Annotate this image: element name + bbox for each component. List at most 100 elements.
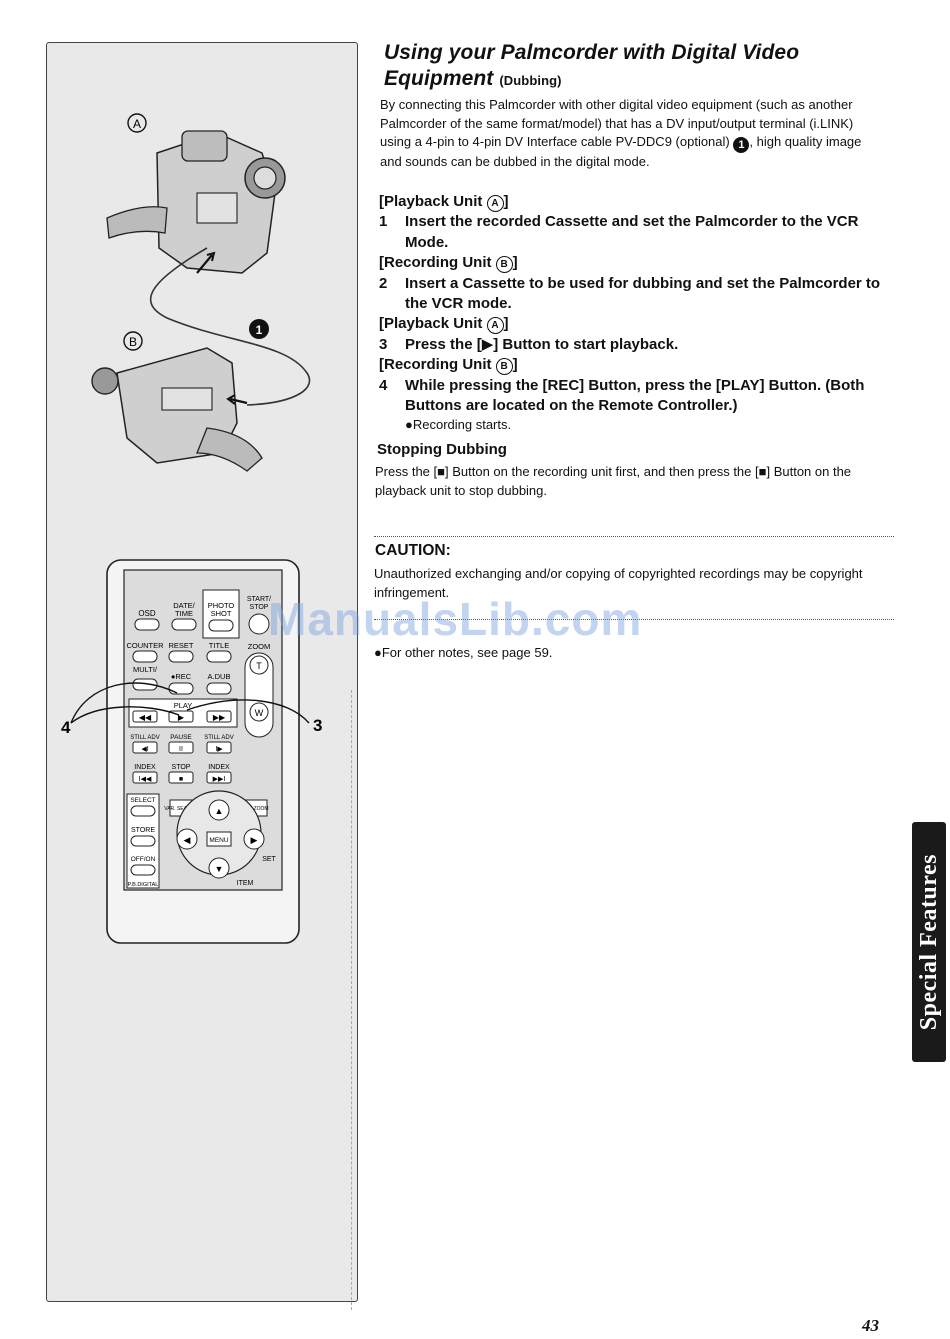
other-notes: ●For other notes, see page 59. — [374, 645, 553, 660]
reset-button — [168, 650, 194, 663]
date-time-label-1: DATE/ — [173, 601, 195, 610]
a-dub-label: A.DUB — [208, 672, 231, 681]
osd-label: OSD — [138, 609, 156, 618]
camcorder-a-illustration: A — [106, 113, 286, 274]
svg-text:▲: ▲ — [215, 806, 224, 816]
date-time-button — [171, 618, 197, 631]
callout-3-line — [186, 699, 310, 724]
menu-label: MENU — [209, 837, 228, 844]
unit-heading-text: [Recording Unit — [379, 356, 492, 374]
zoom-w-label: W — [255, 708, 264, 718]
svg-text:◀I: ◀I — [141, 746, 148, 753]
caution-heading: CAUTION: — [375, 542, 451, 559]
multi-label: MULTI/ — [133, 665, 158, 674]
callout-3: 3 — [313, 716, 322, 735]
still-adv-label-2: STILL ADV — [204, 735, 233, 741]
step-3: 3 Press the [▶] Button to start playback… — [379, 335, 894, 355]
watermark: ManualsLib.com — [268, 593, 643, 645]
step-text: While pressing the [REC] Button, press t… — [405, 376, 865, 415]
step-4-bullet: ●Recording starts. — [405, 417, 512, 433]
svg-text:■: ■ — [179, 776, 183, 783]
cable-badge-icon: 1 — [733, 137, 750, 154]
page-number: 43 — [862, 1316, 879, 1335]
index-label-1: INDEX — [134, 764, 156, 771]
stopping-heading: Stopping Dubbing — [377, 441, 507, 458]
step-text: Insert the recorded Cassette and set the… — [405, 213, 859, 251]
intro-text-before: By connecting this Palmcorder with other… — [380, 97, 854, 150]
page-title: Using your Palmcorder with Digital Video… — [384, 40, 884, 94]
index-label-2: INDEX — [208, 764, 230, 771]
counter-label: COUNTER — [126, 641, 164, 650]
section-tab: Special Features — [912, 822, 946, 1062]
svg-text:I▶: I▶ — [215, 746, 223, 753]
step-1: 1 Insert the recorded Cassette and set t… — [379, 212, 894, 253]
photo-shot-label-1: PHOTO — [208, 601, 235, 610]
step-text: Insert a Cassette to be used for dubbing… — [405, 274, 881, 313]
step-text: Press the [▶] Button to start playback. — [405, 335, 679, 353]
off-on-label: OFF/ON — [131, 856, 156, 863]
caution-text: Unauthorized exchanging and/or copying o… — [374, 566, 863, 600]
divider-bottom — [374, 619, 894, 620]
unit-heading-playback-2: [Playback Unit A] — [379, 315, 509, 335]
osd-button — [134, 618, 160, 631]
item-label: ITEM — [237, 880, 254, 887]
svg-text:I◀◀: I◀◀ — [139, 776, 152, 783]
svg-text:▶: ▶ — [178, 713, 185, 722]
callout-4: 4 — [61, 718, 71, 737]
play-label: PLAY — [174, 701, 193, 710]
title-button — [206, 650, 232, 663]
callout-4-line-b — [70, 706, 180, 724]
photo-shot-label-2: SHOT — [211, 609, 232, 618]
start-stop-label-1: START/ — [247, 596, 271, 603]
date-time-label-2: TIME — [175, 609, 193, 618]
illustration-panel: A 1 B OSD — [46, 42, 358, 1302]
label-a: A — [133, 117, 141, 131]
unit-heading-playback-1: [Playback Unit A] — [379, 193, 509, 212]
unit-heading-text: [Playback Unit — [379, 315, 483, 333]
remote-controller: OSD DATE/ TIME PHOTO SHOT START/ STOP CO… — [106, 559, 300, 944]
start-stop-button — [248, 613, 270, 635]
title-subtitle: (Dubbing) — [499, 73, 562, 88]
svg-text:◀: ◀ — [184, 835, 191, 845]
select-label: SELECT — [130, 797, 155, 804]
unit-heading-text: [Recording Unit — [379, 254, 492, 272]
unit-heading-recording-1: [Recording Unit B] — [379, 254, 518, 274]
store-label: STORE — [131, 827, 155, 834]
multi-button — [132, 678, 158, 691]
still-adv-label-1: STILL ADV — [130, 735, 159, 741]
rec-button — [168, 682, 194, 695]
step-number: 4 — [379, 376, 388, 394]
svg-text:▶: ▶ — [251, 835, 258, 845]
dubbing-steps: [Playback Unit A] 1 Insert the recorded … — [379, 192, 894, 434]
step-2: 2 Insert a Cassette to be used for dubbi… — [379, 274, 894, 315]
var-search-label: VAR. SEARCH — [164, 806, 198, 812]
dubbing-illustration: A 1 B OSD — [61, 113, 322, 944]
circled-a-icon: A — [486, 195, 504, 212]
title-label: TITLE — [209, 641, 229, 650]
zoom-label: ZOOM — [248, 642, 271, 651]
pb-zoom-label: P.B. ZOOM — [243, 806, 268, 812]
svg-text:▶▶: ▶▶ — [213, 713, 226, 722]
cable-marker-label: 1 — [256, 323, 263, 337]
step-4: 4 While pressing the [REC] Button, press… — [379, 376, 894, 417]
intro-text-after: , high quality image and sounds can be d… — [380, 134, 862, 170]
unit-heading-text: [Playback Unit — [379, 193, 483, 210]
unit-heading-recording-2: [Recording Unit B] — [379, 356, 518, 376]
svg-text:II: II — [179, 746, 183, 753]
reset-label: RESET — [168, 641, 193, 650]
set-label: SET — [262, 856, 276, 863]
callout-4-line-a — [70, 682, 178, 724]
circled-b-icon: B — [495, 358, 513, 376]
pause-label: PAUSE — [170, 734, 192, 741]
title-text: Using your Palmcorder with Digital Video… — [384, 41, 800, 90]
dv-cable — [149, 247, 311, 406]
intro-paragraph: By connecting this Palmcorder with other… — [380, 96, 885, 172]
step-number: 3 — [379, 335, 388, 353]
photo-shot-button — [208, 619, 234, 632]
rec-label: ●REC — [171, 672, 192, 681]
svg-text:▼: ▼ — [215, 864, 224, 874]
svg-text:▶▶I: ▶▶I — [213, 776, 226, 783]
cable-marker-badge — [249, 319, 269, 339]
camcorder-b-illustration: B — [91, 331, 263, 472]
circled-b-icon: B — [495, 256, 513, 274]
